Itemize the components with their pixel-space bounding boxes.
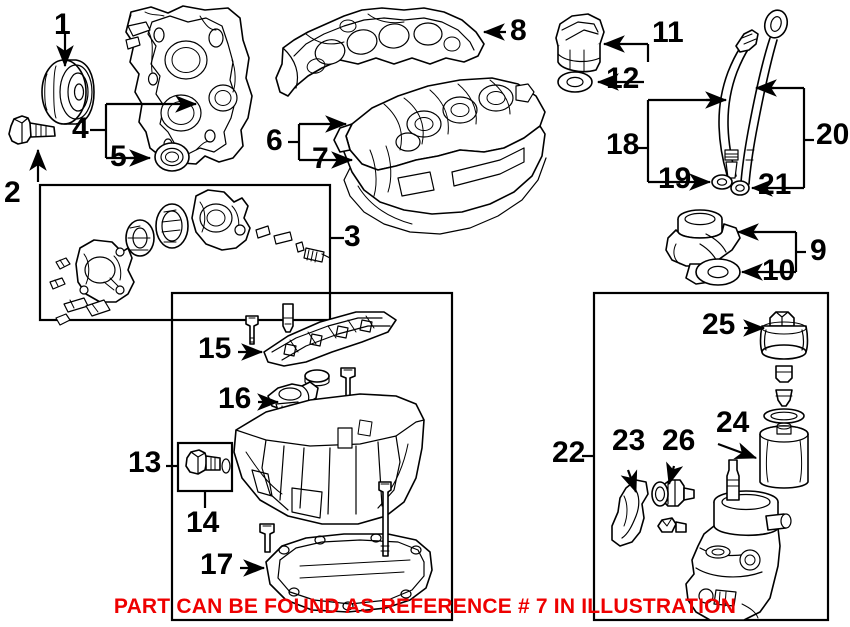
oil-filler-neck-gasket-part xyxy=(695,258,741,286)
filter-cap-plug-parts xyxy=(763,365,805,424)
callout-17: 17 xyxy=(200,548,234,581)
valve-cover-part xyxy=(333,77,547,235)
oil-filter-element-part xyxy=(759,422,809,489)
callout-1: 1 xyxy=(54,8,71,41)
oil-baffle-upper-part xyxy=(245,303,397,397)
callout-20: 20 xyxy=(816,118,850,151)
callout-8: 8 xyxy=(510,14,527,47)
oil-pan-group-box xyxy=(170,291,454,622)
oil-filter-cap-part xyxy=(759,311,809,360)
callout-21: 21 xyxy=(758,168,792,201)
oil-filter-housing-part xyxy=(685,490,792,621)
leader-26 xyxy=(666,461,684,486)
callout-26: 26 xyxy=(662,424,696,457)
callout-16: 16 xyxy=(218,382,252,415)
callout-12: 12 xyxy=(606,62,640,95)
oil-pressure-sensor-part xyxy=(651,479,695,533)
callout-23: 23 xyxy=(612,424,646,457)
timing-cover-part xyxy=(125,5,253,165)
front-crankshaft-seal-part xyxy=(154,142,190,172)
callout-9: 9 xyxy=(810,234,827,267)
callout-25: 25 xyxy=(702,308,736,341)
oil-pump-assembly-parts xyxy=(49,189,331,326)
crankshaft-pulley-bolt-part xyxy=(8,115,56,145)
crankshaft-pulley-part xyxy=(41,59,95,125)
callout-18: 18 xyxy=(606,128,640,161)
callout-24: 24 xyxy=(716,406,750,439)
leader-23 xyxy=(620,469,638,494)
leader-11 xyxy=(604,44,650,62)
oil-pump-group-box xyxy=(38,183,332,322)
oil-cooler-bracket-part xyxy=(611,479,649,547)
callout-11: 11 xyxy=(652,16,684,49)
callout-2: 2 xyxy=(4,176,21,209)
oil-pan-drain-plug-part xyxy=(185,449,231,475)
reference-note: PART CAN BE FOUND AS REFERENCE # 7 IN IL… xyxy=(113,595,737,618)
callout-22: 22 xyxy=(552,436,586,469)
callout-13: 13 xyxy=(128,446,162,479)
filter-housing-pin-part xyxy=(726,459,740,501)
callout-7: 7 xyxy=(312,142,329,175)
oil-filler-cap-part xyxy=(555,13,605,73)
oil-dipstick-part xyxy=(740,9,789,185)
callout-3: 3 xyxy=(344,220,361,253)
callout-5: 5 xyxy=(110,140,127,173)
callout-15: 15 xyxy=(198,332,232,365)
oil-filler-cap-seal-part xyxy=(557,71,593,93)
callout-6: 6 xyxy=(266,124,283,157)
callout-10: 10 xyxy=(762,254,796,287)
valve-cover-gasket-part xyxy=(275,7,485,97)
dipstick-seal-part xyxy=(730,180,750,196)
leader-24 xyxy=(717,442,758,460)
dipstick-tube-seal-part xyxy=(711,174,733,190)
callout-19: 19 xyxy=(658,162,692,195)
callout-4: 4 xyxy=(72,112,89,145)
lower-oil-pan-part xyxy=(259,481,433,613)
upper-oil-pan-part xyxy=(233,393,425,525)
callout-14: 14 xyxy=(186,506,220,539)
